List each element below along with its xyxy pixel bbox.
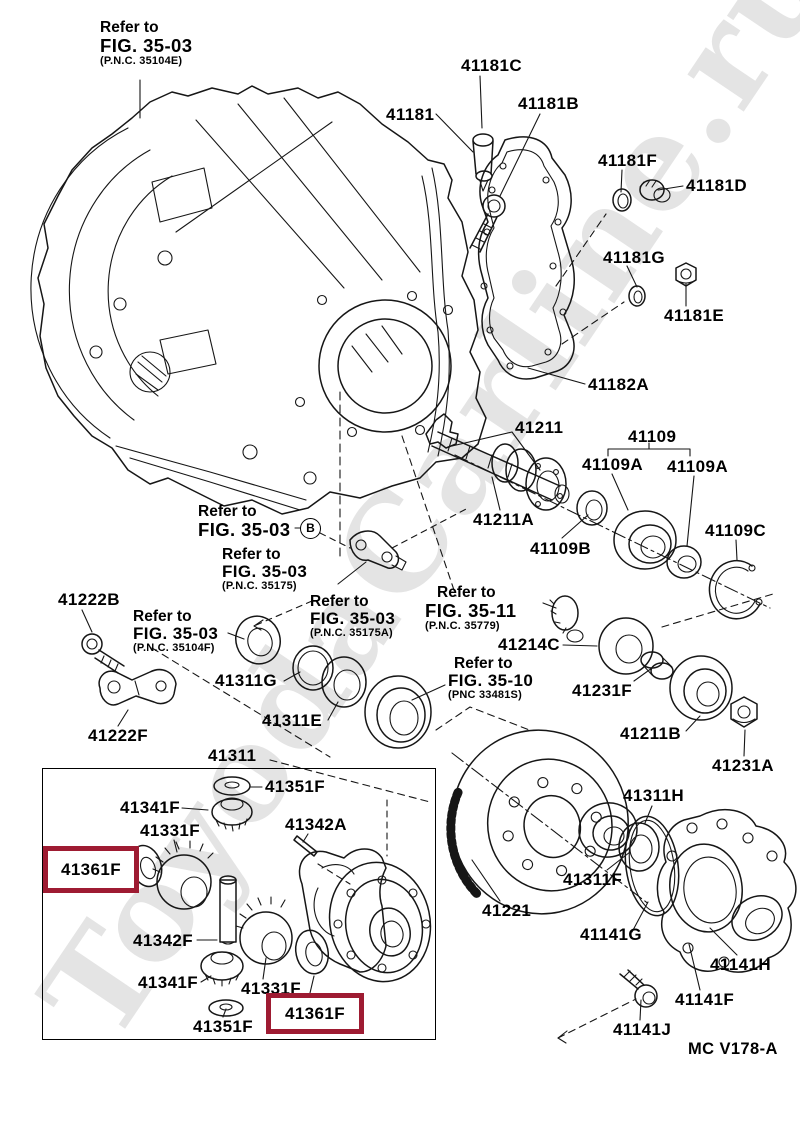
gasket-drawing [479,137,575,379]
part-label-41231f: 41231F [572,681,633,700]
ring-gear-drawing [432,714,645,931]
part-label-41181e: 41181E [664,306,725,325]
part-label-41109a-right: 41109A [667,457,729,476]
bracket-41222f-drawing [99,670,176,705]
output-shaft-drawing [426,414,569,510]
part-label-41311h: 41311H [623,786,685,805]
part-label-41109a-left: 41109A [582,455,644,474]
note-line: FIG. 35-03 [222,562,308,582]
note-line: Refer to [454,655,513,672]
middle-seals-drawing [230,596,757,748]
note-line: Refer to [437,584,496,601]
part-label-41331f-bottom: 41331F [241,979,302,998]
part-label-41361f-top: 41361F [60,860,122,879]
shift-lever-drawing [350,531,406,570]
bolt-41181b-drawing [470,195,505,252]
part-label-41231a: 41231A [712,756,774,775]
part-label-41181g: 41181G [603,248,665,267]
leader-lines [82,76,745,1020]
nut-41181e-drawing [676,263,696,286]
gasket-ring-41181g-drawing [629,286,645,306]
part-label-41181d: 41181D [686,176,748,195]
part-label-41109b: 41109B [530,539,592,558]
note-line: (P.N.C. 35175) [222,580,297,593]
part-label-41211: 41211 [515,418,564,437]
part-label-41211a: 41211A [473,510,535,529]
bolt-41141j-drawing [620,970,657,1007]
highlight-box-41361f-top: 41361F [43,846,139,893]
part-label-41182a: 41182A [588,375,650,394]
refer-note-35104e: Refer to FIG. 35-03 (P.N.C. 35104E) [100,19,193,67]
note-line: (P.N.C. 35104F) [133,642,215,655]
side-bearing-41311h-drawing [575,798,641,861]
gasket-ring-41181f-drawing [613,189,631,211]
part-label-41361f-bottom: 41361F [284,1004,346,1023]
part-label-41141h: 41141H [710,955,772,974]
part-label-41211b: 41211B [620,724,682,743]
part-label-41331f-top: 41331F [140,821,201,840]
note-line: Refer to [198,503,257,520]
note-line: FIG. 35-03 [133,624,219,644]
part-label-41351f-top: 41351F [265,777,326,796]
part-label-41222f: 41222F [88,726,149,745]
note-line: Refer to [310,593,369,610]
refer-note-35104f: Refer to FIG. 35-03 (P.N.C. 35104F) [133,608,219,655]
part-label-41342a: 41342A [285,815,347,834]
note-line: (PNC 33481S) [448,689,522,702]
part-label-41342f: 41342F [133,931,194,950]
note-line: Refer to [133,608,192,625]
part-label-41311f: 41311F [563,870,623,889]
dashed-lines [152,214,773,1043]
part-label-41109: 41109 [628,427,677,446]
part-label-41341f-top: 41341F [120,798,181,817]
refer-note-35175: Refer to FIG. 35-03 (P.N.C. 35175) [222,546,308,593]
refer-note-35175a: Refer to FIG. 35-03 (P.N.C. 35175A) [310,593,396,640]
highlight-box-41361f-bottom: 41361F [266,993,364,1034]
diagram-code: MC V178-A [688,1040,778,1058]
differential-group-box [42,768,436,1040]
note-line: FIG. 35-10 [448,671,534,691]
part-label-41341f-bottom: 41341F [138,973,199,992]
plug-41181d-drawing [640,180,670,202]
note-line: FIG. 35-03 [198,519,291,541]
callout-b-badge: B [300,518,321,539]
part-label-41181f: 41181F [598,151,658,170]
part-label-41141f: 41141F [675,990,735,1009]
note-line: Refer to [100,19,159,36]
note-line: (P.N.C. 35104E) [100,54,183,67]
bearing-set-drawing [577,491,762,619]
part-label-41181b: 41181B [518,94,580,113]
part-label-41141j: 41141J [613,1020,672,1039]
part-label-41109c: 41109C [705,521,767,540]
part-label-41221: 41221 [482,901,532,920]
breather-plug-41181c-drawing [473,134,493,191]
extension-housing-41141h-drawing [657,810,795,972]
part-label-41311: 41311 [208,746,257,765]
part-label-41311g: 41311G [215,671,277,690]
part-label-41181: 41181 [386,105,435,124]
refer-note-33481s: Refer to FIG. 35-10 (PNC 33481S) [448,655,534,702]
refer-note-35779: Refer to FIG. 35-11 (P.N.C. 35779) [425,584,517,632]
note-line: FIG. 35-11 [425,600,517,622]
transaxle-case-drawing [31,86,486,514]
note-line: FIG. 35-03 [100,35,193,57]
note-line: (P.N.C. 35175A) [310,627,393,640]
part-label-41214c: 41214C [498,635,560,654]
part-label-41181c: 41181C [461,56,523,75]
part-label-41141g: 41141G [580,925,642,944]
part-label-41311e: 41311E [262,711,323,730]
note-line: FIG. 35-03 [310,609,396,629]
note-line: (P.N.C. 35779) [425,619,500,632]
note-line: Refer to [222,546,281,563]
part-label-41351f-bottom: 41351F [193,1017,254,1036]
part-label-41222b: 41222B [58,590,120,609]
refer-note-b: Refer to FIG. 35-03 [198,503,291,541]
bolt-41222b-drawing [82,634,124,673]
